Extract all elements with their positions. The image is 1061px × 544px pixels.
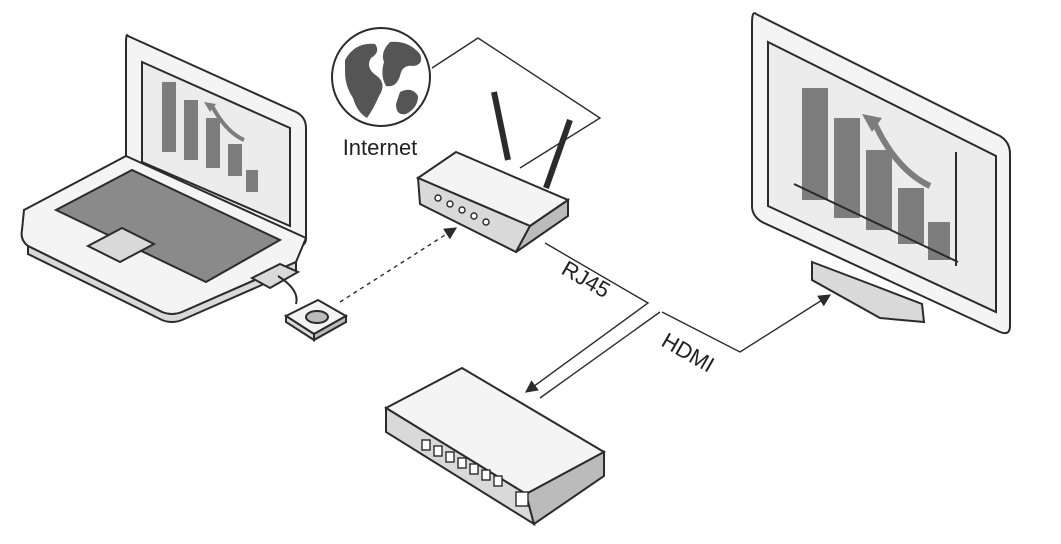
rj45-label: RJ45 bbox=[558, 256, 615, 303]
globe-icon bbox=[331, 27, 431, 127]
internet-link-line bbox=[431, 37, 602, 169]
monitor-icon bbox=[751, 12, 1011, 335]
internet-label: Internet bbox=[343, 135, 418, 160]
wifi-router-icon bbox=[415, 91, 573, 254]
hdmi-cable-line bbox=[661, 294, 832, 353]
bar-chart-icon bbox=[162, 82, 258, 192]
wireless-transmitter-button-icon bbox=[249, 262, 349, 342]
wireless-link-line bbox=[339, 227, 458, 303]
rj45-cable-line-2 bbox=[539, 311, 661, 399]
rj45-cable-line bbox=[524, 242, 650, 393]
laptop-icon bbox=[20, 34, 308, 323]
receiver-box-icon bbox=[383, 366, 607, 527]
hdmi-label: HDMI bbox=[658, 328, 719, 378]
